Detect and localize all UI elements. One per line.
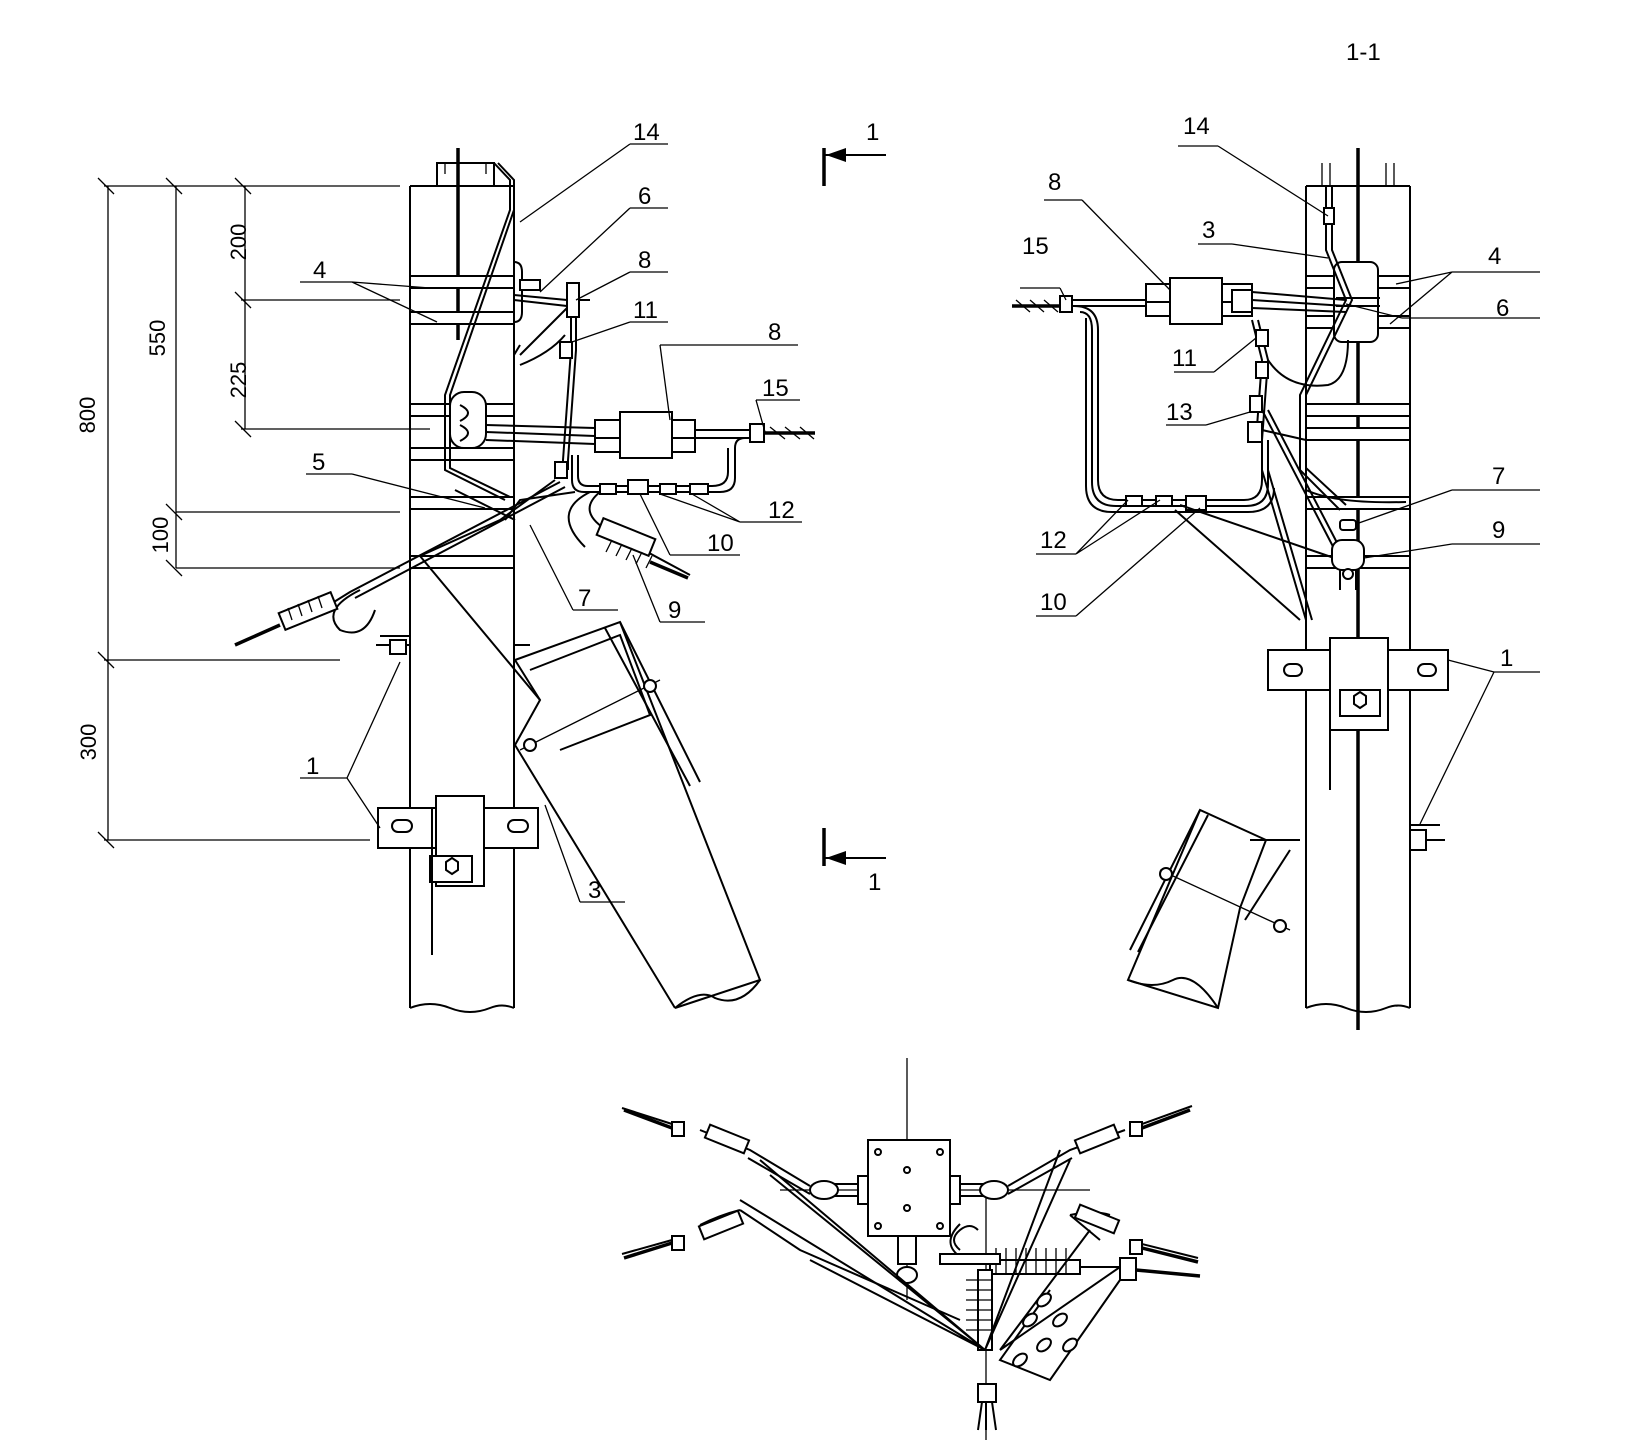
left-mid-fitting (449, 391, 487, 449)
left-callout-4: 4 (313, 257, 326, 284)
section-mark-bottom-label: 1 (868, 869, 881, 896)
right-callout-7: 7 (1492, 463, 1505, 490)
right-callout-13: 13 (1166, 399, 1193, 426)
right-callout-12: 12 (1040, 527, 1067, 554)
dim-550: 550 (145, 320, 170, 357)
left-bracket-upper (376, 635, 530, 655)
right-callout-leaders (1020, 145, 1540, 825)
dim-800: 800 (75, 397, 100, 434)
right-callout-1: 1 (1500, 645, 1513, 672)
left-anchor-clamp-left (234, 589, 376, 647)
right-callout-14: 14 (1183, 113, 1210, 140)
right-insulator (1331, 519, 1365, 590)
right-callout-4: 4 (1488, 243, 1501, 270)
left-callout-7: 7 (578, 585, 591, 612)
left-down-conductor (444, 162, 515, 501)
left-callout-6: 6 (638, 183, 651, 210)
left-bracket-lower (377, 795, 539, 955)
left-upper-clamp (513, 261, 541, 323)
right-cable-box (1126, 808, 1291, 1010)
right-callout-9: 9 (1492, 517, 1505, 544)
dim-300: 300 (76, 724, 101, 761)
right-diagonal-wires (1174, 409, 1407, 621)
left-callout-8b: 8 (768, 319, 781, 346)
left-callout-9: 9 (668, 597, 681, 624)
right-bracket-lower (1250, 824, 1445, 851)
left-callout-8a: 8 (638, 247, 651, 274)
left-callout-15: 15 (762, 375, 789, 402)
section-title: 1-1 (1346, 39, 1381, 66)
plan-view (621, 1058, 1201, 1440)
right-callout-15: 15 (1022, 233, 1049, 260)
left-callout-1: 1 (306, 753, 319, 780)
section-mark-top (822, 148, 886, 186)
dim-100: 100 (148, 517, 173, 554)
left-callout-14: 14 (633, 119, 660, 146)
left-callout-12: 12 (768, 497, 795, 524)
right-down-conductor (1299, 186, 1354, 511)
right-bracket-upper (1267, 637, 1449, 790)
right-callout-8: 8 (1048, 169, 1061, 196)
right-coupler (1012, 277, 1347, 325)
left-pole-bands (409, 275, 515, 569)
right-callout-10: 10 (1040, 589, 1067, 616)
section-mark-bottom (822, 828, 886, 866)
right-callout-6: 6 (1496, 295, 1509, 322)
right-callout-3: 3 (1202, 217, 1215, 244)
left-callout-5: 5 (312, 449, 325, 476)
left-vertical-cables (554, 317, 577, 479)
left-anchor-clamp-right (567, 491, 691, 580)
section-mark-top-label: 1 (866, 119, 879, 146)
left-callout-10: 10 (707, 530, 734, 557)
left-callout-leaders (300, 143, 802, 903)
dim-225: 225 (226, 362, 251, 399)
left-dimension-lines (97, 177, 430, 849)
left-junction-clamp (513, 282, 590, 366)
left-distributor (571, 437, 746, 495)
dim-200: 200 (226, 224, 251, 261)
left-coupler (485, 411, 815, 459)
left-callout-3: 3 (588, 877, 601, 904)
left-callout-11: 11 (633, 297, 658, 324)
right-callout-11: 11 (1172, 345, 1197, 372)
left-cable-box (513, 620, 762, 1009)
right-distributor (1073, 305, 1275, 513)
left-diagonal-wires (304, 479, 576, 701)
